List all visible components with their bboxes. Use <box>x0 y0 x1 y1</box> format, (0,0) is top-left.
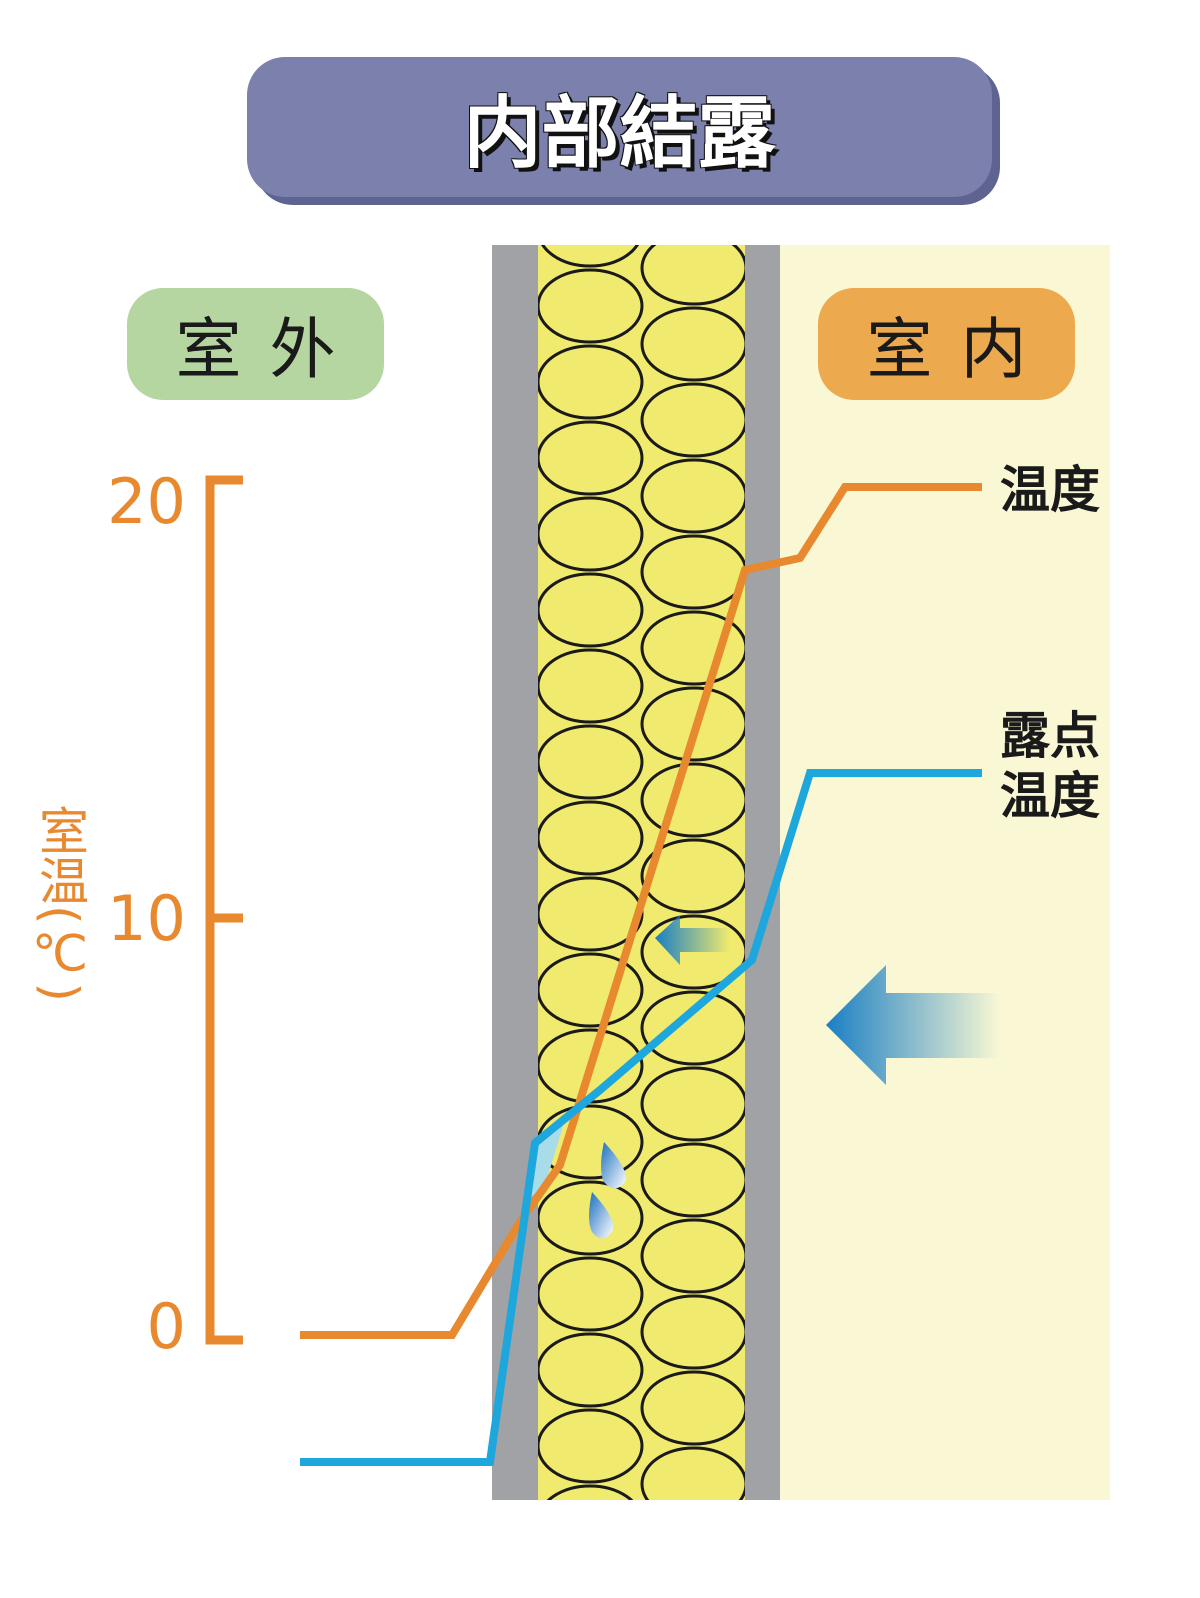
page-title: 内部結露 <box>247 57 992 197</box>
temperature-legend: 温度 <box>1000 461 1100 519</box>
tick-20: 20 <box>107 465 186 538</box>
insulation-fiber <box>538 1332 644 1408</box>
insulation-fiber <box>538 1408 644 1484</box>
tick-0: 0 <box>146 1290 186 1363</box>
insulation-fiber <box>540 245 640 268</box>
insulation-fiber <box>640 382 745 458</box>
insulation-fiber <box>538 268 644 344</box>
insulation-fiber <box>640 458 745 534</box>
insulation-fiber <box>538 1256 644 1332</box>
temperature-line <box>300 483 982 1339</box>
dew-drop-icon <box>589 1192 614 1239</box>
insulation-fiber <box>640 762 745 838</box>
insulation-fiber <box>546 1484 634 1500</box>
insulation-fiber <box>640 838 745 914</box>
dew-point-legend-line1: 露点 <box>1000 707 1100 765</box>
insulation-fiber <box>642 1524 746 1596</box>
dew-point-legend-line2: 温度 <box>1000 767 1100 825</box>
dew-point-line <box>300 769 982 1466</box>
insulation-fiber <box>640 1218 745 1294</box>
indoor-label: 室内 <box>818 288 1075 400</box>
insulation-fiber <box>640 245 745 306</box>
temperature-scale <box>205 475 243 1345</box>
outdoor-label: 室外 <box>127 288 384 400</box>
condensation-zone <box>528 1120 565 1200</box>
insulation-fiber <box>538 800 644 876</box>
insulation-fiber <box>640 1142 745 1218</box>
insulation-fiber <box>640 990 745 1066</box>
insulation-fiber <box>640 1370 745 1446</box>
dew-drop-icon <box>601 1142 626 1189</box>
axis-label: 室温(℃) <box>31 805 89 1003</box>
moisture-flow-arrow-icon <box>826 965 1000 1085</box>
tick-10: 10 <box>107 882 186 955</box>
small-moisture-arrow-icon <box>655 915 730 965</box>
indoor-area <box>780 245 1110 1500</box>
insulation-fiber <box>538 724 644 800</box>
insulation-fiber <box>640 1294 745 1370</box>
insulation-fiber <box>538 420 644 496</box>
insulation-fiber <box>538 496 644 572</box>
insulation-fiber <box>538 344 644 420</box>
insulation-fiber <box>640 306 745 382</box>
insulation-fiber <box>538 572 644 648</box>
insulation-fiber <box>640 1446 745 1500</box>
insulation-fiber <box>640 534 745 610</box>
insulation-fiber <box>538 648 644 724</box>
insulation-fiber <box>640 1066 745 1142</box>
